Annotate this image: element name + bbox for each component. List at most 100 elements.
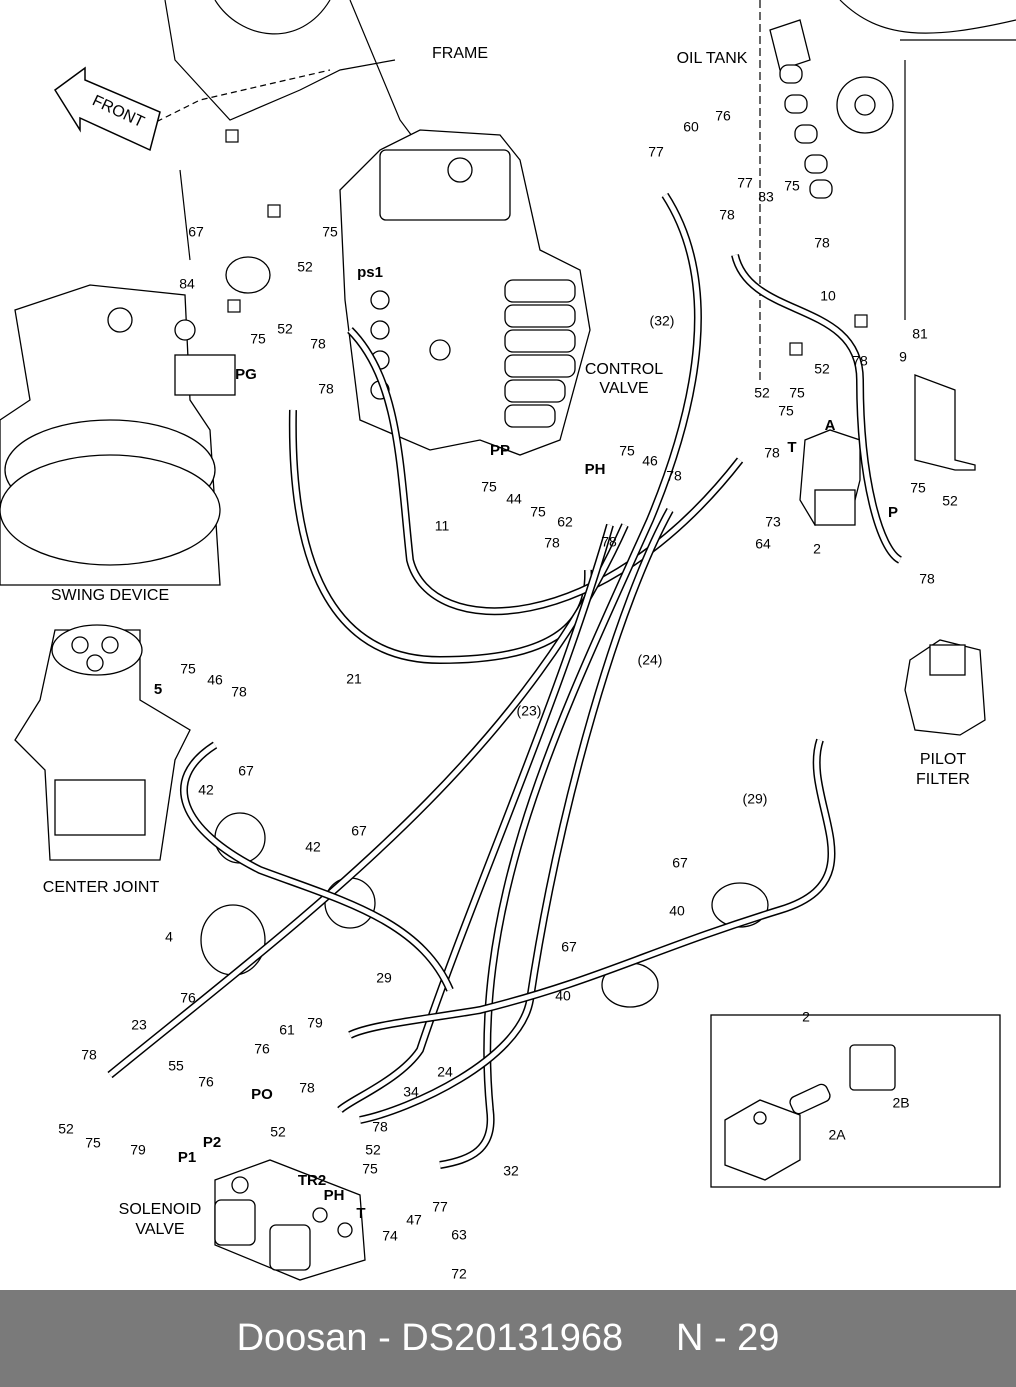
part-number-label: 78 — [299, 1080, 315, 1096]
port-label: T — [356, 1205, 365, 1222]
part-number-label: 81 — [912, 326, 928, 342]
part-number-label: 77 — [737, 175, 753, 191]
caption-label: SOLENOID — [119, 1201, 202, 1218]
port-label: PG — [235, 366, 257, 383]
part-number-label: 75 — [85, 1135, 101, 1151]
port-label: PH — [324, 1187, 345, 1204]
part-number-label: 78 — [601, 534, 617, 550]
part-number-label: 79 — [307, 1015, 323, 1031]
part-number-label: 78 — [919, 571, 935, 587]
port-label: PH — [585, 461, 606, 478]
port-label: TR2 — [298, 1172, 326, 1189]
hose — [347, 327, 744, 616]
port-label: P1 — [178, 1149, 196, 1166]
caption-label: CONTROL — [585, 361, 663, 378]
hose — [180, 741, 454, 992]
part-number-label: 78 — [231, 684, 247, 700]
part-number-label: 78 — [814, 235, 830, 251]
part-number-label: 77 — [432, 1199, 448, 1215]
hose — [439, 192, 702, 1169]
part-number-label: 52 — [814, 361, 830, 377]
part-number-label: 52 — [270, 1124, 286, 1140]
part-number-label: 24 — [437, 1064, 453, 1080]
caption-label: CENTER JOINT — [43, 879, 160, 896]
part-number-label: 40 — [669, 903, 685, 919]
part-number-label: 21 — [346, 671, 362, 687]
part-number-label: 4 — [165, 929, 173, 945]
part-number-label: 75 — [910, 480, 926, 496]
part-number-label: 76 — [180, 990, 196, 1006]
part-number-label: 52 — [754, 385, 770, 401]
part-number-label: 79 — [130, 1142, 146, 1158]
caption-label: SWING DEVICE — [51, 587, 169, 604]
part-number-label: 29 — [376, 970, 392, 986]
part-number-label: 78 — [81, 1047, 97, 1063]
part-number-label: 76 — [198, 1074, 214, 1090]
hose — [107, 523, 629, 1079]
front-arrow — [53, 66, 161, 152]
part-number-label: 83 — [758, 189, 774, 205]
part-number-label: 76 — [254, 1041, 270, 1057]
part-number-label: 9 — [899, 349, 907, 365]
part-number-label: 44 — [506, 491, 522, 507]
part-number-label: 47 — [406, 1212, 422, 1228]
part-number-label: 75 — [180, 661, 196, 677]
part-number-label: 67 — [672, 855, 688, 871]
part-number-label: 2A — [828, 1127, 846, 1143]
part-number-label: 75 — [250, 331, 266, 347]
part-number-label: (32) — [650, 313, 675, 329]
part-number-label: 75 — [362, 1161, 378, 1177]
part-number-label: 62 — [557, 514, 573, 530]
part-number-label: 61 — [279, 1022, 295, 1038]
part-number-label: 64 — [755, 536, 771, 552]
part-number-label: 40 — [555, 988, 571, 1004]
part-number-label: 72 — [451, 1266, 467, 1282]
part-number-label: 42 — [198, 782, 214, 798]
caption-label: FILTER — [916, 771, 970, 788]
hose — [359, 508, 674, 1124]
part-number-label: 55 — [168, 1058, 184, 1074]
labels: FRAME OIL TANK CONTROL VALVE SWING DEVICE CEN… — [43, 45, 970, 1281]
inset-box — [710, 1014, 1001, 1188]
hydraulic-piping-diagram: FRAME OIL TANK CONTROL VALVE SWING DEVICE CEN… — [0, 0, 1016, 1282]
part-number-label: 67 — [561, 939, 577, 955]
part-number-label: 23 — [131, 1017, 147, 1033]
part-number-label: 73 — [765, 514, 781, 530]
part-number-label: 75 — [789, 385, 805, 401]
part-number-label: 78 — [719, 207, 735, 223]
port-label: ps1 — [357, 264, 383, 281]
caption-label: FRAME — [432, 45, 488, 62]
part-number-label: 74 — [382, 1228, 398, 1244]
part-number-label: 2B — [892, 1095, 909, 1111]
part-number-label: 52 — [297, 259, 313, 275]
part-number-label: 11 — [435, 518, 450, 534]
caption-label: VALVE — [599, 380, 648, 397]
part-number-label: 46 — [207, 672, 223, 688]
part-number-label: (23) — [517, 703, 542, 719]
part-number-label: 78 — [372, 1119, 388, 1135]
part-number-label: 52 — [277, 321, 293, 337]
part-number-caption: Doosan - DS20131968 N - 29 — [236, 1317, 780, 1359]
port-label: 5 — [154, 681, 162, 698]
solenoid-valve — [214, 1159, 366, 1281]
part-number-label: 84 — [179, 276, 195, 292]
part-number-label: 52 — [942, 493, 958, 509]
port-label: P2 — [203, 1134, 221, 1151]
frame-structure — [129, 0, 1016, 380]
part-number-label: 75 — [619, 443, 635, 459]
accumulator — [200, 904, 266, 976]
part-number-label: 67 — [351, 823, 367, 839]
port-label: A — [825, 417, 836, 434]
part-number-label: 34 — [403, 1084, 419, 1100]
hose — [731, 253, 903, 564]
part-number-label: 75 — [778, 403, 794, 419]
part-number-label: 10 — [820, 288, 836, 304]
port-label: PP — [490, 442, 510, 459]
part-number-label: 77 — [648, 144, 664, 160]
part-number-label: 76 — [715, 108, 731, 124]
caption-label: OIL TANK — [677, 50, 748, 67]
part-number-label: 75 — [530, 504, 546, 520]
control-valve-spools — [504, 279, 576, 428]
part-number-label: 60 — [683, 119, 699, 135]
